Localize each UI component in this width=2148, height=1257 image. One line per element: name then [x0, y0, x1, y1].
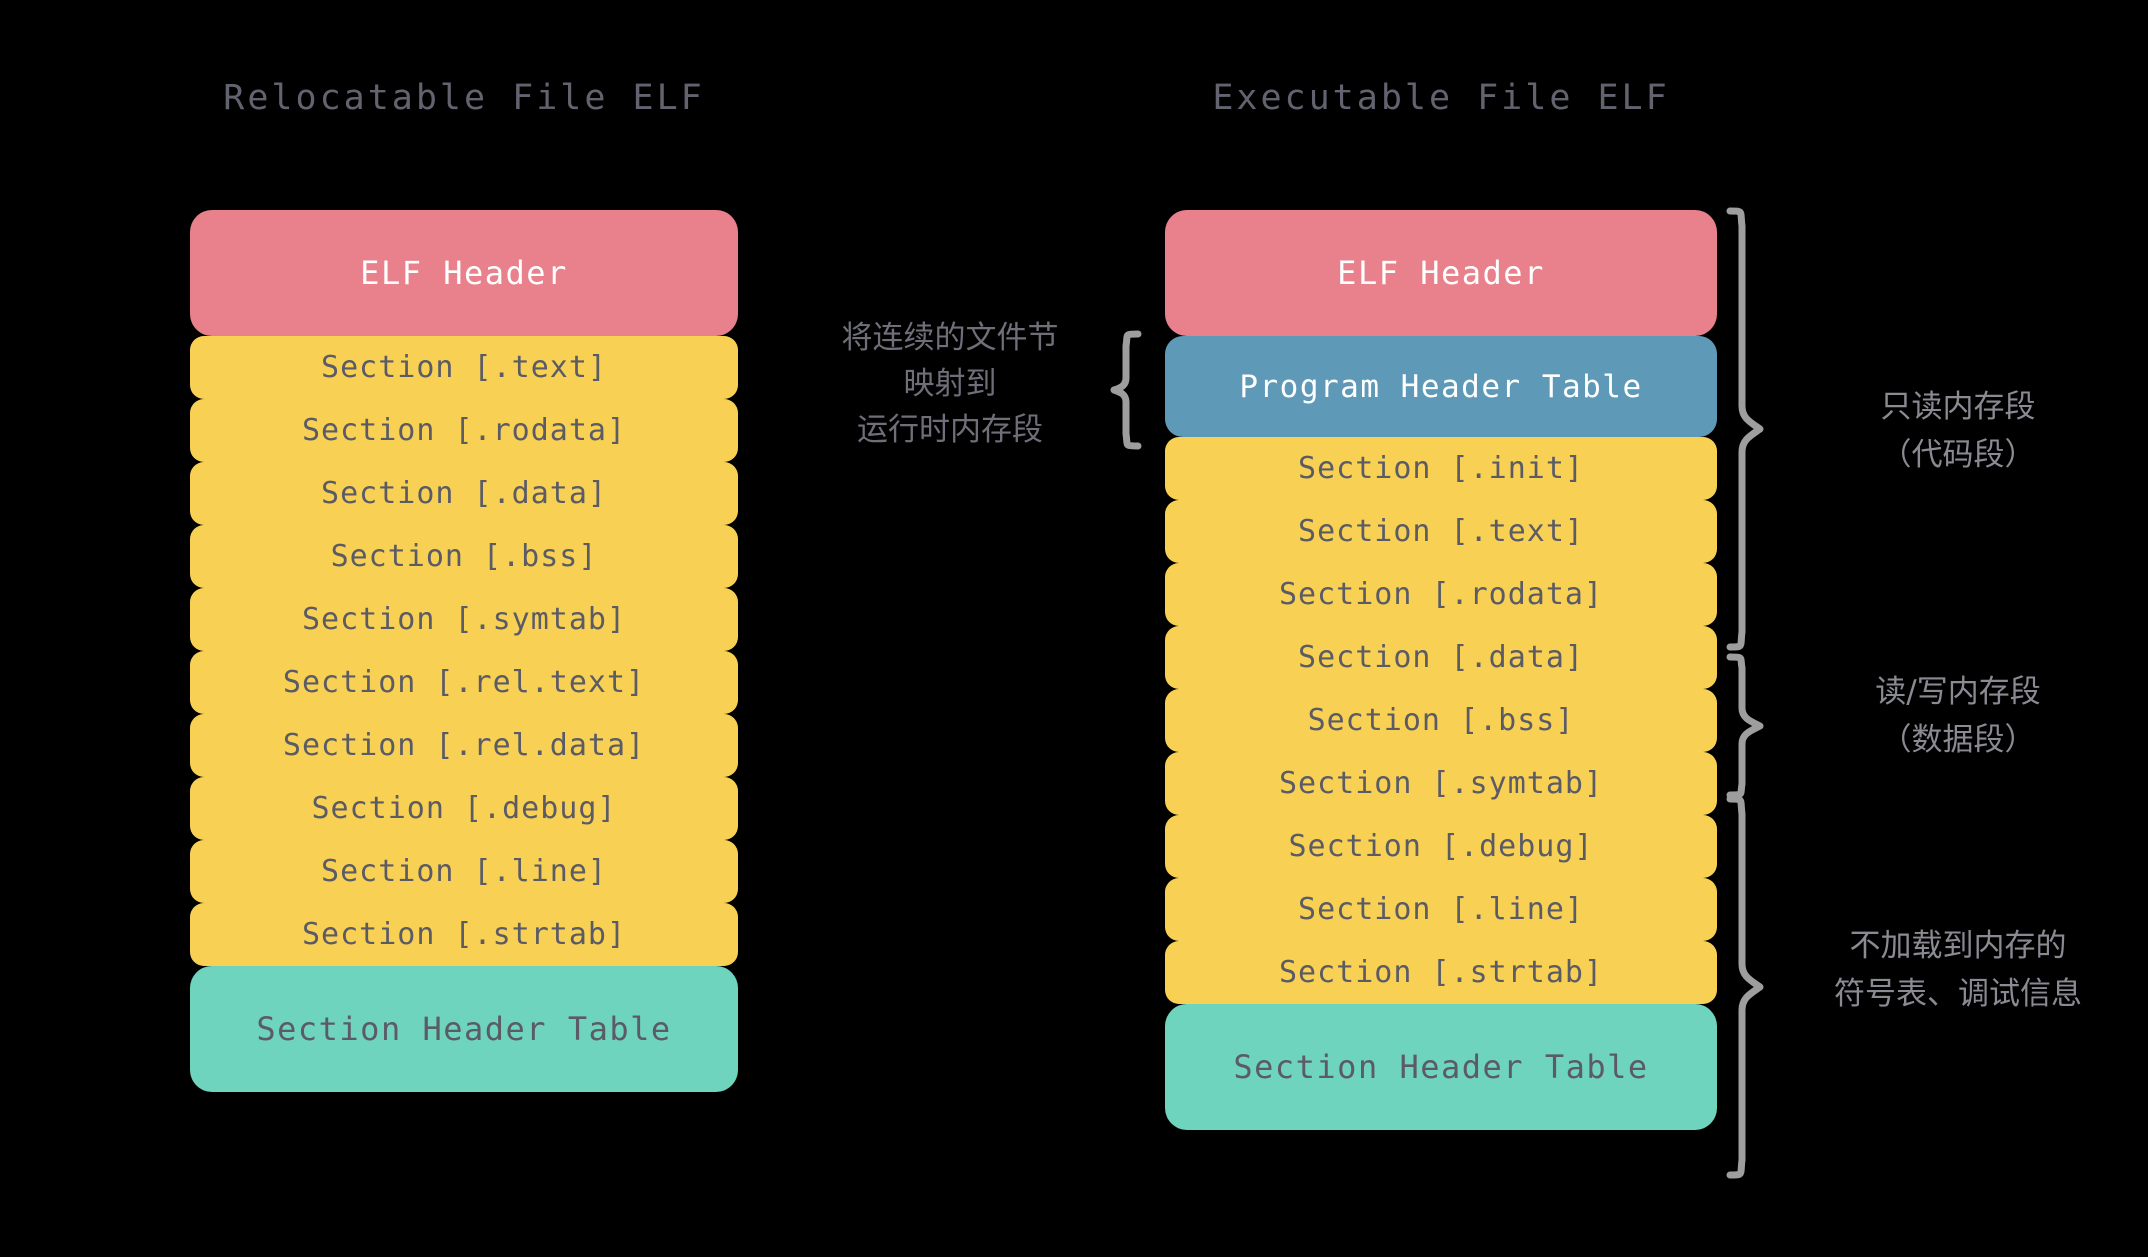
block-section-symtab: Section [.symtab]: [190, 588, 738, 651]
block-section-debug: Section [.debug]: [1165, 815, 1717, 878]
block-section-data: Section [.data]: [1165, 626, 1717, 689]
block-program-header-table: Program Header Table: [1165, 336, 1717, 437]
mapping-annotation-line-3: 运行时内存段: [857, 412, 1043, 448]
block-section-debug: Section [.debug]: [190, 777, 738, 840]
block-section-text: Section [.text]: [1165, 500, 1717, 563]
readonly-segment-line-2: （代码段）: [1880, 437, 2036, 473]
block-section-rodata: Section [.rodata]: [1165, 563, 1717, 626]
readwrite-segment-brace-icon: [1726, 653, 1764, 799]
block-section-rel-data: Section [.rel.data]: [190, 714, 738, 777]
block-elf-header: ELF Header: [1165, 210, 1717, 336]
block-section-strtab: Section [.strtab]: [1165, 941, 1717, 1004]
mapping-annotation: 将连续的文件节 映射到 运行时内存段: [800, 315, 1100, 453]
block-section-header-table: Section Header Table: [1165, 1004, 1717, 1130]
not-loaded-line-1: 不加载到内存的: [1849, 928, 2067, 964]
block-section-symtab: Section [.symtab]: [1165, 752, 1717, 815]
block-section-text: Section [.text]: [190, 336, 738, 399]
block-section-line: Section [.line]: [190, 840, 738, 903]
readwrite-segment-annotation: 读/写内存段 （数据段）: [1788, 668, 2128, 764]
readonly-segment-line-1: 只读内存段: [1880, 389, 2036, 425]
executable-file-title: Executable File ELF: [1212, 78, 1670, 118]
block-section-bss: Section [.bss]: [1165, 689, 1717, 752]
block-section-data: Section [.data]: [190, 462, 738, 525]
executable-file-column: ELF Header Program Header Table Section …: [1165, 210, 1717, 1130]
mapping-left-brace-icon: [1110, 330, 1142, 450]
block-section-header-table: Section Header Table: [190, 966, 738, 1092]
relocatable-file-column: ELF Header Section [.text] Section [.rod…: [190, 210, 738, 1092]
relocatable-file-title: Relocatable File ELF: [223, 78, 705, 118]
block-section-line: Section [.line]: [1165, 878, 1717, 941]
block-section-init: Section [.init]: [1165, 437, 1717, 500]
block-section-strtab: Section [.strtab]: [190, 903, 738, 966]
readwrite-segment-line-1: 读/写内存段: [1875, 674, 2041, 710]
block-section-bss: Section [.bss]: [190, 525, 738, 588]
readwrite-segment-line-2: （数据段）: [1880, 722, 2036, 758]
not-loaded-annotation: 不加载到内存的 符号表、调试信息: [1768, 922, 2148, 1018]
block-section-rodata: Section [.rodata]: [190, 399, 738, 462]
block-elf-header: ELF Header: [190, 210, 738, 336]
not-loaded-line-2: 符号表、调试信息: [1834, 976, 2082, 1012]
block-section-rel-text: Section [.rel.text]: [190, 651, 738, 714]
not-loaded-brace-icon: [1726, 795, 1764, 1179]
mapping-annotation-line-2: 映射到: [903, 366, 997, 402]
readonly-segment-brace-icon: [1726, 207, 1764, 651]
readonly-segment-annotation: 只读内存段 （代码段）: [1788, 383, 2128, 479]
mapping-annotation-line-1: 将连续的文件节: [841, 320, 1059, 356]
